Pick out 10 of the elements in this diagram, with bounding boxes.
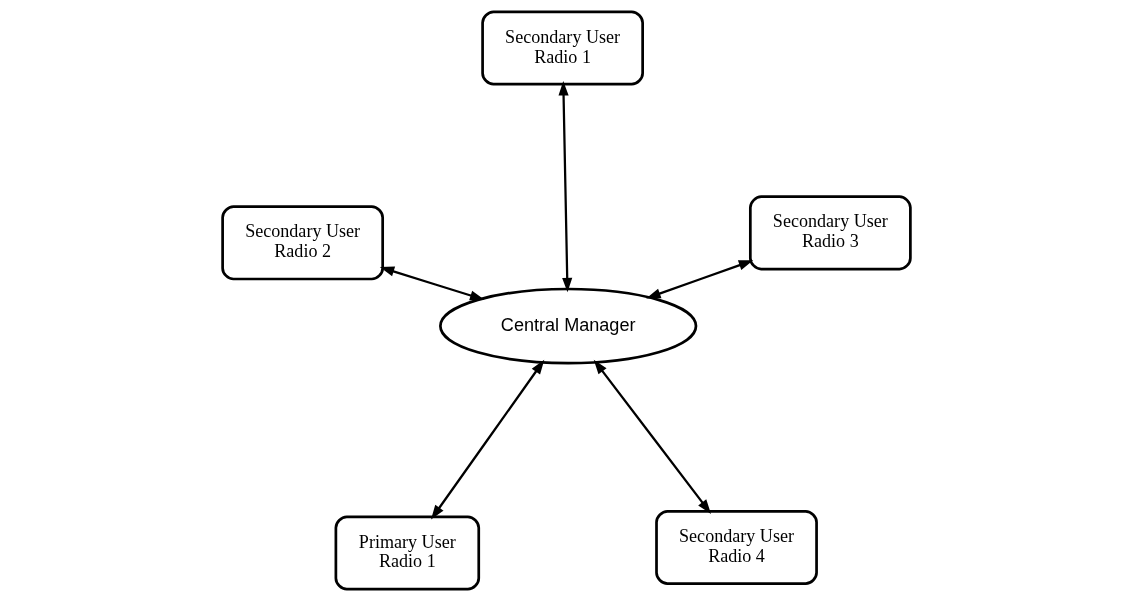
arrow xyxy=(646,260,754,299)
node-box: Secondary User Radio 2 xyxy=(221,205,385,281)
arrow xyxy=(431,359,545,520)
node-box: Primary User Radio 1 xyxy=(334,515,481,591)
node-box: Secondary User Radio 1 xyxy=(481,10,644,86)
arrow xyxy=(379,266,485,301)
arrow xyxy=(558,80,573,293)
arrow xyxy=(593,359,711,514)
node-box: Secondary User Radio 4 xyxy=(655,509,818,585)
node-box: Secondary User Radio 3 xyxy=(748,195,912,271)
